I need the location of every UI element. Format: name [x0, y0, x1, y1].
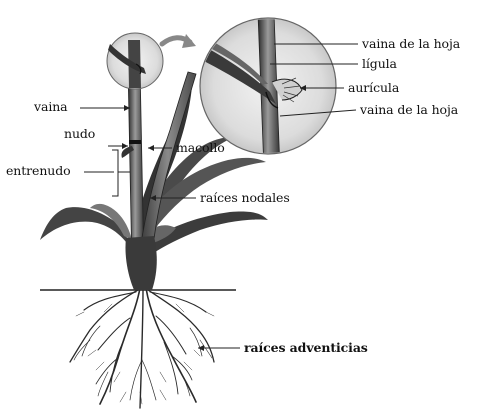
label-auricula: aurícula	[348, 81, 399, 95]
label-vaina: vaina	[34, 100, 68, 114]
roots	[70, 288, 214, 408]
label-vaina-de-la-hoja-bottom: vaina de la hoja	[360, 103, 458, 117]
label-entrenudo: entrenudo	[6, 164, 71, 178]
label-raices-nodales: raíces nodales	[200, 191, 290, 205]
label-raices-adventicias: raíces adventicias	[244, 341, 368, 355]
plant-crown	[125, 236, 156, 290]
label-macollo: macollo	[176, 141, 225, 155]
label-ligula: lígula	[362, 57, 397, 71]
label-vaina-de-la-hoja-top: vaina de la hoja	[362, 37, 460, 51]
node-band	[129, 140, 141, 144]
label-nudo: nudo	[64, 127, 95, 141]
